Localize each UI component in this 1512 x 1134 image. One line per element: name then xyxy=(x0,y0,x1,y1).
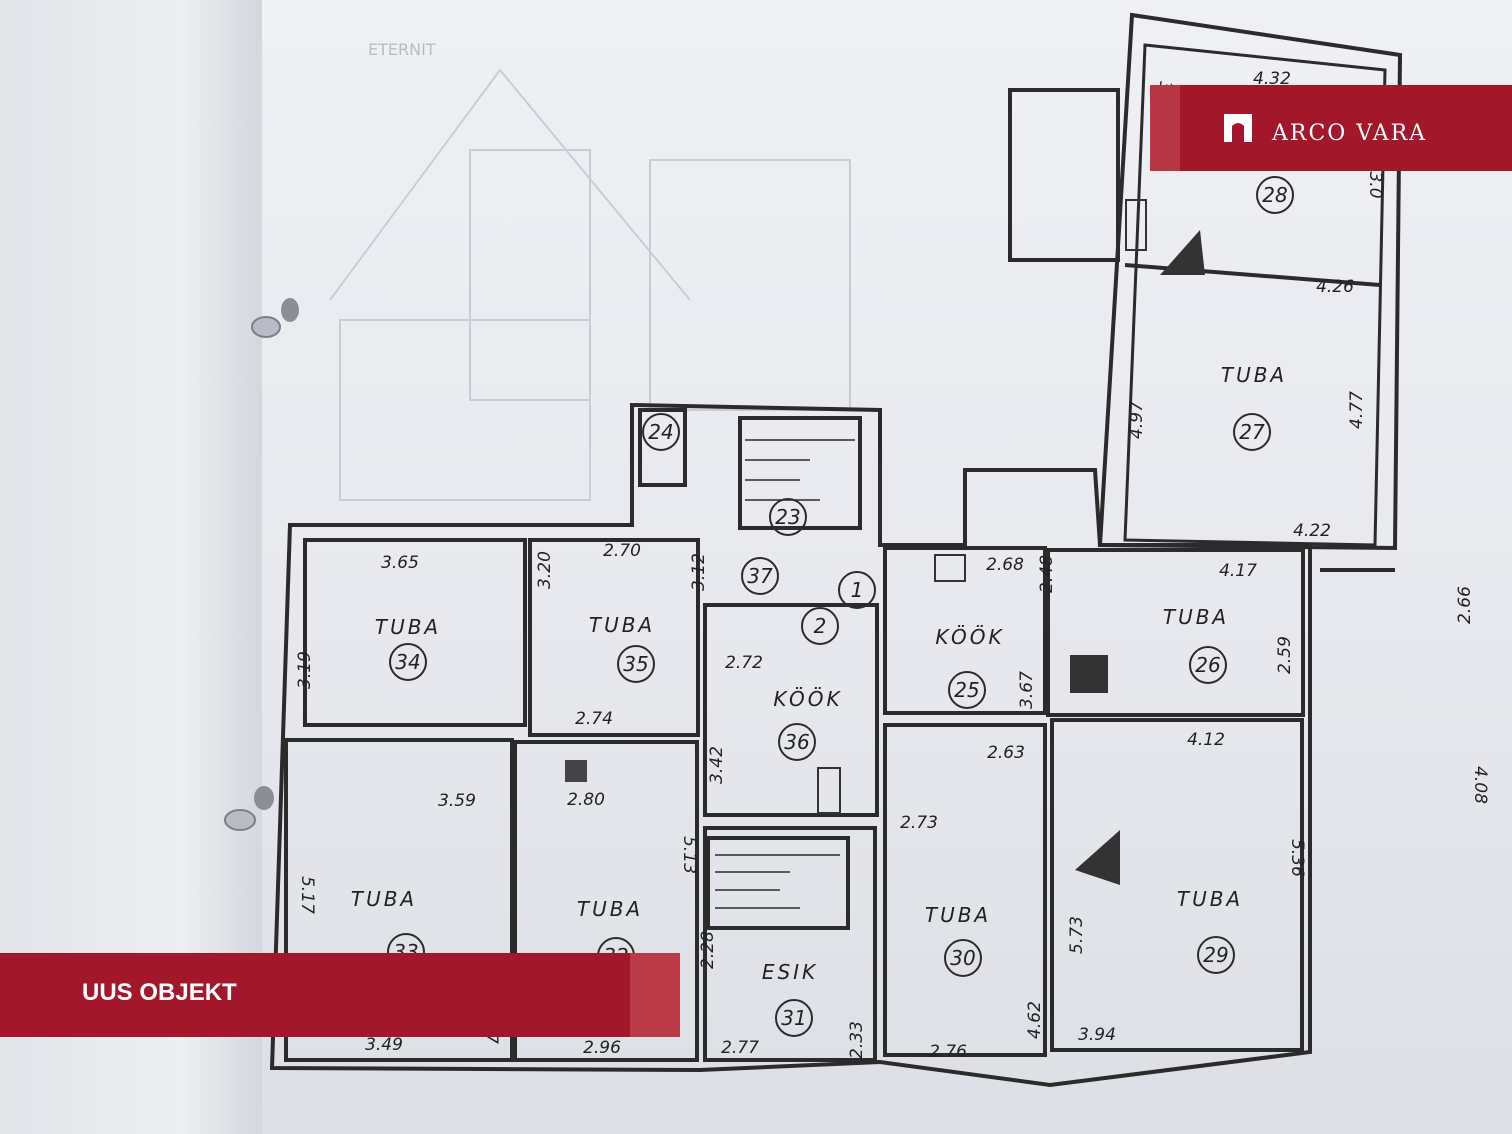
room-number-circle xyxy=(769,498,807,536)
room-name: TUBA xyxy=(1177,887,1243,911)
brand-name: ARCO VARA xyxy=(1272,121,1428,146)
room-number: 2 xyxy=(814,614,827,638)
dimension-label: 2.48 xyxy=(1037,555,1057,593)
dimension-label: 4.12 xyxy=(1187,730,1225,750)
dimension-label: 5.17 xyxy=(297,876,317,914)
room-name: TUBA xyxy=(925,903,991,927)
room-name: TUBA xyxy=(351,887,417,911)
dimension-label: 2.66 xyxy=(1455,586,1475,624)
room-number: 34 xyxy=(395,650,420,674)
room-number: 1 xyxy=(851,578,864,602)
dimension-label: 5.73 xyxy=(1067,916,1087,954)
dimension-label: 2.28 xyxy=(698,931,718,969)
room-number: 24 xyxy=(648,420,673,444)
room-number: 36 xyxy=(784,730,809,754)
room-number-circle xyxy=(1256,176,1294,214)
room-number: 25 xyxy=(954,678,979,702)
dimension-label: 5.13 xyxy=(679,836,699,874)
room-number: 31 xyxy=(781,1006,806,1030)
dimension-label: 2.70 xyxy=(603,541,641,561)
room-number-circle xyxy=(1197,936,1235,974)
dimension-label: 3.12 xyxy=(689,553,709,591)
binder-ring-bottom-icon xyxy=(224,786,274,831)
dimension-label: 2.59 xyxy=(1275,636,1295,674)
room-name: TUBA xyxy=(375,615,441,639)
room-number-circle xyxy=(617,645,655,683)
room-number-circle xyxy=(801,607,839,645)
room-number: 35 xyxy=(623,652,648,676)
room-number-circle xyxy=(778,723,816,761)
dimension-label: 2.76 xyxy=(929,1042,967,1062)
dimension-label: 5.36 xyxy=(1287,839,1307,877)
dimension-label: 3.49 xyxy=(365,1035,403,1055)
new-listing-label: UUS OBJEKT xyxy=(82,979,237,1006)
dimension-label: 2.72 xyxy=(725,653,763,673)
brand-banner xyxy=(1150,85,1512,171)
dimension-label: 2.63 xyxy=(987,743,1025,763)
room-number: 28 xyxy=(1262,183,1287,207)
faint-elevation-sketch xyxy=(329,68,851,501)
dimension-label: 4.77 xyxy=(1347,391,1367,429)
arco-vara-logo-icon xyxy=(1224,114,1252,142)
room-number: 26 xyxy=(1195,653,1220,677)
dimension-label: 3.0 xyxy=(1365,171,1385,198)
room-number-circle xyxy=(1189,646,1227,684)
room-name: ESIK xyxy=(762,960,818,984)
room-number: 37 xyxy=(747,564,773,588)
dimension-label: 4.32 xyxy=(1253,69,1291,89)
room-name: KÖÖK xyxy=(935,625,1004,649)
dimension-label: 2.68 xyxy=(986,555,1024,575)
room-number: 30 xyxy=(950,946,975,970)
dimension-label: 3.59 xyxy=(438,791,476,811)
dimension-label: 4.62 xyxy=(1025,1001,1045,1039)
dimension-label: 2.77 xyxy=(721,1038,759,1058)
dimension-label: 2.80 xyxy=(567,790,605,810)
dimension-label: 3.94 xyxy=(1078,1025,1116,1045)
dimension-label: 2.74 xyxy=(575,709,613,729)
room-number-circle xyxy=(948,671,986,709)
dimension-label: 3.65 xyxy=(381,553,419,573)
dimension-label: 3.67 xyxy=(1017,671,1037,709)
room-name: TUBA xyxy=(589,613,655,637)
room-number-circle xyxy=(389,643,427,681)
plan-heading: ETERNIT xyxy=(368,40,436,59)
room-name: TUBA xyxy=(1221,363,1287,387)
room-number: 29 xyxy=(1203,943,1228,967)
dimension-label: 4.08 xyxy=(1470,766,1490,804)
room-number: 27 xyxy=(1239,420,1265,444)
dimension-label: 2.96 xyxy=(583,1038,621,1058)
room-number-circle xyxy=(1233,413,1271,451)
dimension-label: 2.73 xyxy=(900,813,938,833)
dimension-label: 4.26 xyxy=(1316,277,1354,297)
new-listing-banner xyxy=(0,953,680,1037)
room-number-circle xyxy=(944,939,982,977)
walls xyxy=(269,12,1403,1088)
room-number-circle xyxy=(741,557,779,595)
left-binder-page xyxy=(0,0,262,1134)
dimension-label: 2.33 xyxy=(847,1021,867,1059)
dimension-label: 4.97 xyxy=(1127,401,1147,439)
dimension-label: 4.22 xyxy=(1293,521,1331,541)
room-number-circle xyxy=(642,413,680,451)
room-number-circle xyxy=(838,571,876,609)
room-number-circle xyxy=(775,999,813,1037)
dimension-label: 3.42 xyxy=(707,746,727,784)
dimension-label: 4.17 xyxy=(1219,561,1257,581)
room-name: TUBA xyxy=(1163,605,1229,629)
dimension-label: 3.19 xyxy=(295,651,315,689)
dimension-label: 3.20 xyxy=(535,551,555,589)
room-number: 23 xyxy=(775,505,800,529)
room-name: TUBA xyxy=(577,897,643,921)
stove-icons xyxy=(565,199,1205,885)
binder-ring-top-icon xyxy=(251,298,299,338)
room-name: KÖÖK xyxy=(773,687,842,711)
